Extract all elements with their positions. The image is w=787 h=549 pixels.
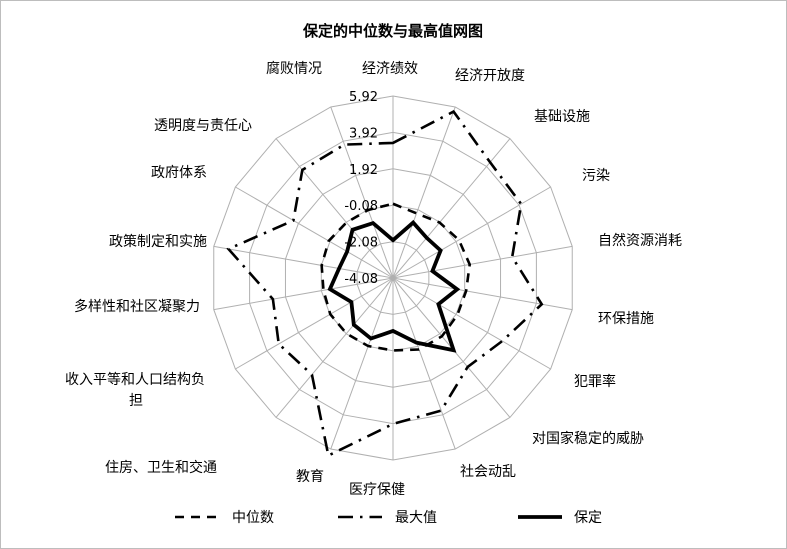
axis-tick-label: 5.92 <box>349 90 378 105</box>
grid-spoke <box>392 277 456 450</box>
grid-spoke <box>392 245 573 279</box>
grid-spoke <box>330 106 394 279</box>
grid-spoke <box>235 277 394 370</box>
grid-spoke <box>392 277 551 370</box>
legend-label: 中位数 <box>232 510 274 526</box>
category-label: 政策制定和实施 <box>109 233 207 250</box>
grid-spoke <box>392 106 456 279</box>
series-line-solid <box>327 219 461 353</box>
legend-label: 保定 <box>574 510 602 526</box>
category-labels: 经济绩效 经济开放度基础设施污染自然资源消耗环保措施犯罪率对国家稳定的威胁社会动乱… <box>65 60 682 498</box>
category-label: 透明度与责任心 <box>154 118 252 134</box>
category-label: 收入平等和人口结构负担 <box>65 371 205 409</box>
grid-spoke <box>213 277 394 311</box>
series-lines <box>226 109 544 458</box>
grid-spoke <box>235 186 394 279</box>
grid <box>213 95 573 461</box>
category-label: 污染 <box>582 168 610 184</box>
category-label: 经济绩效 <box>362 61 418 77</box>
category-label: 社会动乱 <box>460 464 516 480</box>
grid-spoke <box>330 277 394 450</box>
category-label: 环保措施 <box>598 311 654 327</box>
category-label: 政府体系 <box>151 165 207 181</box>
category-label: 腐败情况 <box>266 60 322 77</box>
category-label: 医疗保健 <box>349 482 405 498</box>
grid-spoke <box>213 245 394 279</box>
category-label: 对国家稳定的威胁 <box>532 430 644 447</box>
category-label: 自然资源消耗 <box>598 232 682 249</box>
series-line-dash-dot <box>226 109 544 458</box>
grid-spoke <box>275 277 394 418</box>
chart-title: 保定的中位数与最高值网图 <box>302 22 483 40</box>
axis-tick-label: -4.08 <box>344 272 378 287</box>
category-label: 经济开放度 <box>455 68 525 84</box>
series-line-dashed <box>320 202 472 352</box>
axis-tick-label: -0.08 <box>344 199 378 214</box>
axis-tick-label: -2.08 <box>344 236 378 251</box>
legend-label: 最大值 <box>395 510 437 526</box>
grid-spoke <box>392 186 551 279</box>
axis-ticks: -4.08 -2.08 -0.08 1.92 3.92 5.92 <box>344 90 378 287</box>
legend: 中位数 最大值 保定 <box>175 510 602 526</box>
category-label: 住房、卫生和交通 <box>105 459 217 476</box>
axis-tick-label: 3.92 <box>349 126 378 141</box>
axis-tick-label: 1.92 <box>349 163 378 178</box>
grid-spoke <box>275 138 394 279</box>
category-label: 教育 <box>296 469 324 485</box>
category-label: 基础设施 <box>534 108 590 125</box>
category-label: 犯罪率 <box>574 373 616 390</box>
category-label: 多样性和社区凝聚力 <box>74 298 200 315</box>
